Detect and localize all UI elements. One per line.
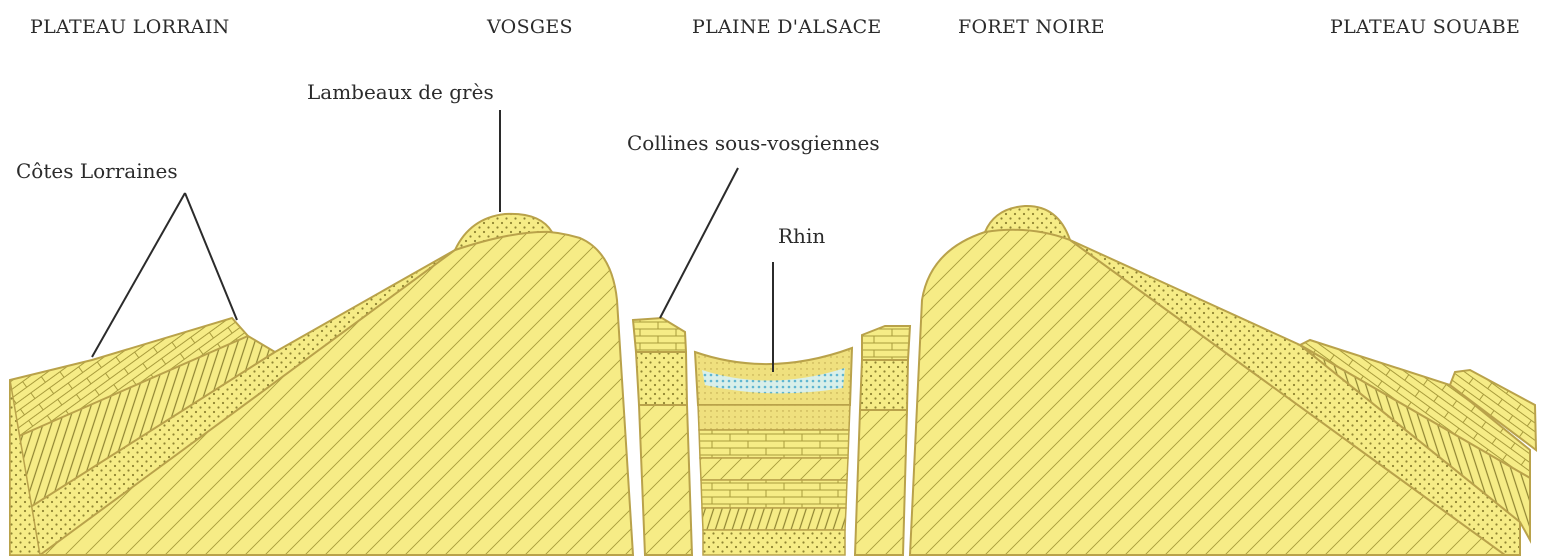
pointer-cotes-a xyxy=(92,193,185,357)
collines-left xyxy=(633,318,692,555)
pointer-collines xyxy=(660,168,738,318)
right-block xyxy=(910,206,1536,555)
left-block xyxy=(10,214,633,555)
rhine-graben xyxy=(695,348,852,555)
collines-right xyxy=(855,326,910,555)
pointer-cotes-b xyxy=(185,193,237,320)
